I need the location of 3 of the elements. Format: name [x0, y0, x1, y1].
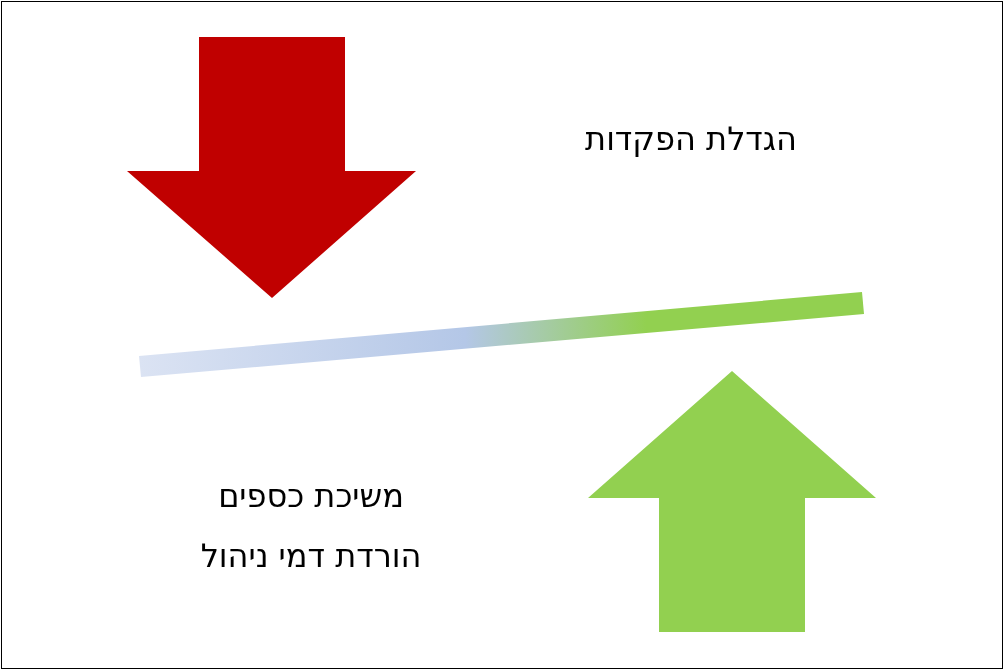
text-label: הורדת דמי ניהול: [200, 539, 422, 575]
text-label: משיכת כספים: [218, 479, 404, 515]
text-label: הגדלת הפקדות: [585, 122, 797, 158]
